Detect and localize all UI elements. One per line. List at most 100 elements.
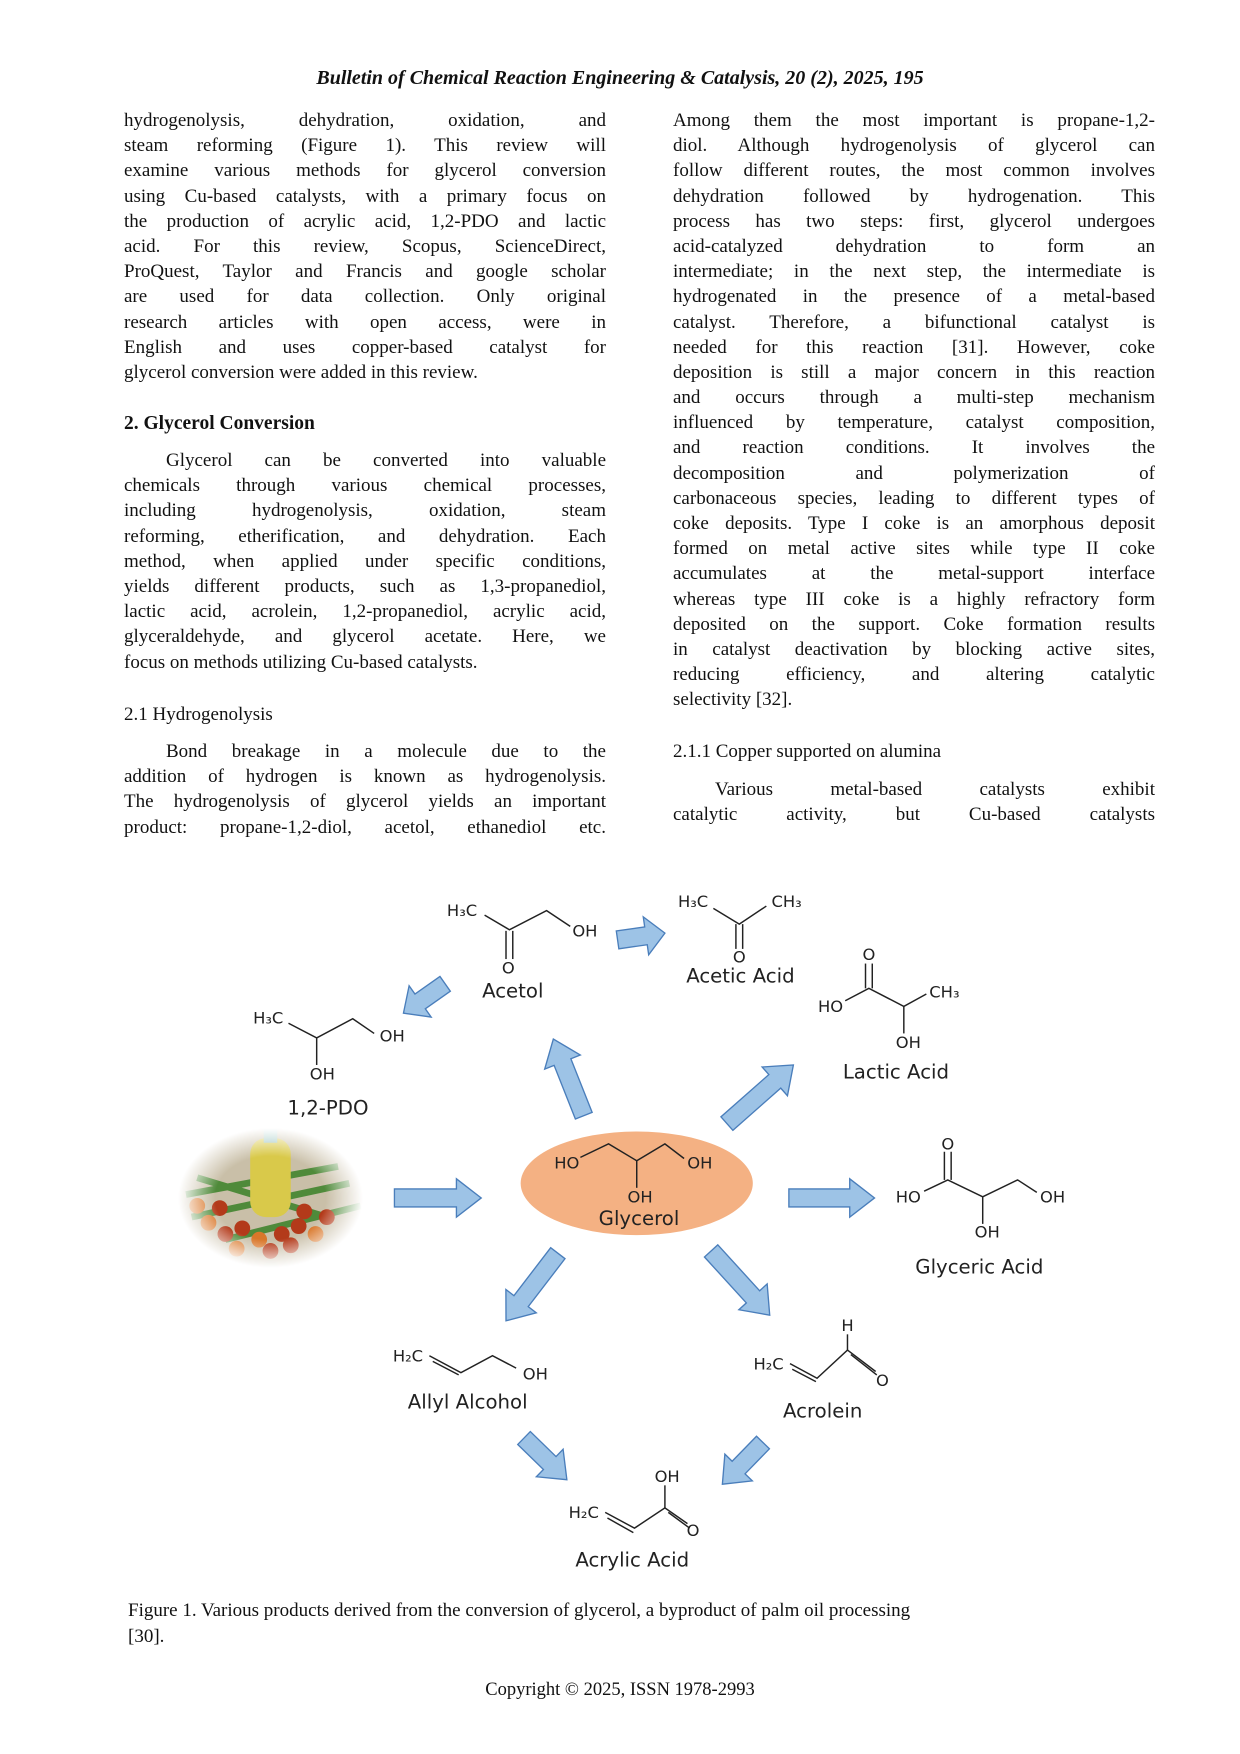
palm-fruit xyxy=(217,1226,234,1242)
atom-label: O xyxy=(687,1521,700,1540)
atom-label: O xyxy=(941,1134,954,1153)
atom-label: OH xyxy=(572,922,597,941)
section-heading: 2. Glycerol Conversion xyxy=(124,413,315,434)
text-line: intermediate; in the next step, the inte… xyxy=(673,261,1155,283)
text-line: method, when applied under specific cond… xyxy=(124,550,606,572)
text-line: yields different products, such as 1,3-p… xyxy=(124,575,606,597)
label-lactic-acid: Lactic Acid xyxy=(843,1061,949,1084)
palm-fruit xyxy=(318,1209,335,1226)
atom-label: CH₃ xyxy=(772,892,802,911)
text-line: catalyst. Therefore, a bifunctional cata… xyxy=(673,311,1155,333)
text-line: are used for data collection. Only origi… xyxy=(124,286,606,308)
reaction-arrow xyxy=(543,1038,594,1120)
label-glycerol: Glycerol xyxy=(599,1207,680,1230)
label-acetol: Acetol xyxy=(482,979,543,1002)
atom-labels: H₃C OH O H₃C CH₃ O H₃C OH OH O HO CH₃ OH… xyxy=(253,892,1065,1540)
text-line: including hydrogenolysis, oxidation, ste… xyxy=(124,500,606,522)
text-line: steam reforming (Figure 1). This review … xyxy=(124,135,606,157)
label-glyceric-acid: Glyceric Acid xyxy=(915,1255,1043,1278)
atom-label: O xyxy=(876,1371,889,1390)
text-line: English and uses copper-based catalyst f… xyxy=(124,336,606,358)
text-line: catalytic activity, but Cu-based catalys… xyxy=(673,804,1155,826)
text-line: dehydration followed by hydrogenation. T… xyxy=(673,185,1155,207)
atom-label: H₂C xyxy=(393,1346,423,1365)
atom-label: HO xyxy=(896,1187,921,1206)
subsection-heading: 2.1 Hydrogenolysis xyxy=(124,704,273,725)
text-line: Bond breakage in a molecule due to the xyxy=(166,741,606,762)
reaction-arrow xyxy=(505,1246,566,1322)
palm-oil-image xyxy=(178,1126,363,1268)
reaction-arrow xyxy=(402,975,452,1018)
palm-fruit xyxy=(290,1218,307,1235)
atom-label: OH xyxy=(655,1467,680,1486)
palm-fruit xyxy=(189,1197,206,1214)
text-line: addition of hydrogen is known as hydroge… xyxy=(124,766,606,788)
atom-label: OH xyxy=(380,1026,405,1045)
atom-label: OH xyxy=(523,1364,548,1383)
text-line: follow different routes, the most common… xyxy=(673,160,1155,182)
atom-label: OH xyxy=(1040,1187,1065,1206)
palm-fruit xyxy=(273,1226,290,1242)
text-line: whereas type III coke is a highly refrac… xyxy=(673,588,1155,610)
text-line: deposited on the support. Coke formation… xyxy=(673,613,1155,635)
palm-fruit xyxy=(234,1220,251,1237)
right-para-2: Various metal-based catalysts exhibit cat… xyxy=(673,777,1155,827)
atom-label: HO xyxy=(554,1154,579,1173)
palm-fruit xyxy=(251,1231,268,1248)
text-line: decomposition and polymerization of xyxy=(673,462,1155,484)
left-para-3: Bond breakage in a molecule due to the ad… xyxy=(124,739,606,840)
atom-label: H₃C xyxy=(253,1008,283,1027)
label-pdo: 1,2-PDO xyxy=(287,1097,368,1120)
text-line: Various metal-based catalysts exhibit xyxy=(715,779,1155,800)
text-line: reforming, etherification, and dehydrati… xyxy=(124,525,606,547)
label-allyl-alcohol: Allyl Alcohol xyxy=(408,1391,528,1414)
text-line: in catalyst deactivation by blocking act… xyxy=(673,638,1155,660)
figure-caption: Figure 1. Various products derived from … xyxy=(128,1598,1118,1650)
reaction-arrow xyxy=(615,915,666,957)
text-line: selectivity [32]. xyxy=(673,689,793,711)
text-line: diol. Although hydrogenolysis of glycero… xyxy=(673,135,1155,157)
text-line: and reaction conditions. It involves the xyxy=(673,437,1155,459)
reaction-arrows xyxy=(393,915,876,1485)
atom-label: OH xyxy=(310,1065,335,1084)
palm-fruit xyxy=(228,1240,245,1257)
palm-fruit xyxy=(262,1243,279,1259)
text-line: glyceraldehyde, and glycerol acetate. He… xyxy=(124,626,606,648)
palm-fruit xyxy=(296,1203,313,1220)
text-line: Glycerol can be converted into valuable xyxy=(166,450,606,471)
text-line: reducing efficiency, and altering cataly… xyxy=(673,664,1155,686)
reaction-arrow xyxy=(721,1435,771,1485)
atom-label: H₃C xyxy=(678,892,708,911)
text-line: research articles with open access, were… xyxy=(124,311,606,333)
text-line: focus on methods utilizing Cu-based cata… xyxy=(124,651,478,673)
reaction-arrow xyxy=(703,1243,771,1316)
subsubsection-heading: 2.1.1 Copper supported on alumina xyxy=(673,741,942,762)
text-line: carbonaceous species, leading to differe… xyxy=(673,487,1155,509)
atom-label: OH xyxy=(687,1154,712,1173)
journal-header: Bulletin of Chemical Reaction Engineerin… xyxy=(316,67,924,89)
text-line: acid. For this review, Scopus, ScienceDi… xyxy=(124,235,606,257)
text-line: influenced by temperature, catalyst comp… xyxy=(673,412,1155,434)
text-line: ProQuest, Taylor and Francis and google … xyxy=(124,261,606,283)
text-line: and occurs through a multi-step mechanis… xyxy=(673,387,1155,409)
atom-label: CH₃ xyxy=(929,982,959,1001)
text-line: accumulates at the metal-support interfa… xyxy=(673,563,1155,585)
label-acetic-acid: Acetic Acid xyxy=(686,965,794,988)
text-line: the production of acrylic acid, 1,2-PDO … xyxy=(124,210,606,232)
caption-line: Figure 1. Various products derived from … xyxy=(128,1600,911,1621)
palm-fruit xyxy=(307,1226,324,1242)
text-line: acid-catalyzed dehydration to form an xyxy=(673,235,1155,257)
palm-fruit xyxy=(200,1214,217,1231)
palm-fruit xyxy=(282,1237,299,1254)
right-para-1: Among them the most important is propane… xyxy=(673,108,1155,713)
structure-bonds xyxy=(288,905,1038,1534)
text-line: deposition is still a major concern in t… xyxy=(673,361,1155,383)
text-line: examine various methods for glycerol con… xyxy=(124,160,606,182)
reaction-arrow xyxy=(516,1430,568,1481)
left-para-1: hydrogenolysis, dehydration, oxidation, … xyxy=(124,108,606,385)
text-line: The hydrogenolysis of glycerol yields an… xyxy=(124,791,606,813)
atom-label: H₂C xyxy=(753,1354,783,1373)
text-line: lactic acid, acrolein, 1,2-propanediol, … xyxy=(124,601,606,623)
